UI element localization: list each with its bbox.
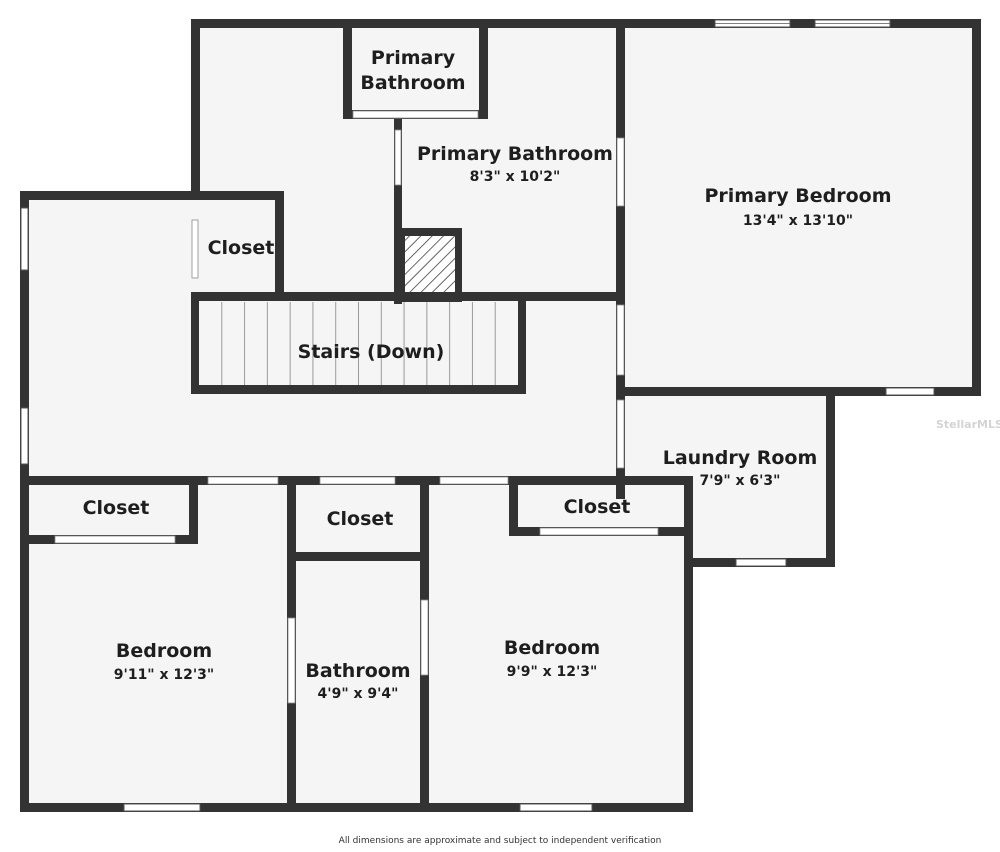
bedroom-left-label: Bedroom <box>116 640 212 662</box>
closet-mid-label: Closet <box>327 508 394 530</box>
primary-bathroom-dims: 8'3" x 10'2" <box>470 169 561 185</box>
bedroom-left-dims: 9'11" x 12'3" <box>114 667 214 683</box>
primary-bathroom-label: Primary Bathroom <box>417 143 613 165</box>
primary-bedroom-label: Primary Bedroom <box>704 185 891 207</box>
closet-upper-label: Closet <box>208 237 275 259</box>
closet-right-label: Closet <box>564 496 631 518</box>
laundry-room-dims: 7'9" x 6'3" <box>700 473 781 489</box>
primary-bath-wc-label-line2: Bathroom <box>360 72 465 94</box>
room-labels: Primary Bathroom Primary Bathroom 8'3" x… <box>83 47 892 702</box>
watermark: StellarMLS <box>936 418 1000 431</box>
bathroom-label: Bathroom <box>305 660 410 682</box>
primary-bath-wc-label-line1: Primary <box>371 47 456 69</box>
windows <box>20 19 935 812</box>
stairs-label: Stairs (Down) <box>298 341 445 363</box>
bathroom-dims: 4'9" x 9'4" <box>318 686 399 702</box>
closet-left-label: Closet <box>83 497 150 519</box>
door-openings <box>54 110 659 704</box>
bedroom-right-label: Bedroom <box>504 637 600 659</box>
primary-bedroom-dims: 13'4" x 13'10" <box>743 213 853 229</box>
stair-treads <box>221 302 496 385</box>
laundry-room-label: Laundry Room <box>663 447 818 469</box>
disclaimer-text: All dimensions are approximate and subje… <box>338 836 662 846</box>
bedroom-right-dims: 9'9" x 12'3" <box>507 664 598 680</box>
